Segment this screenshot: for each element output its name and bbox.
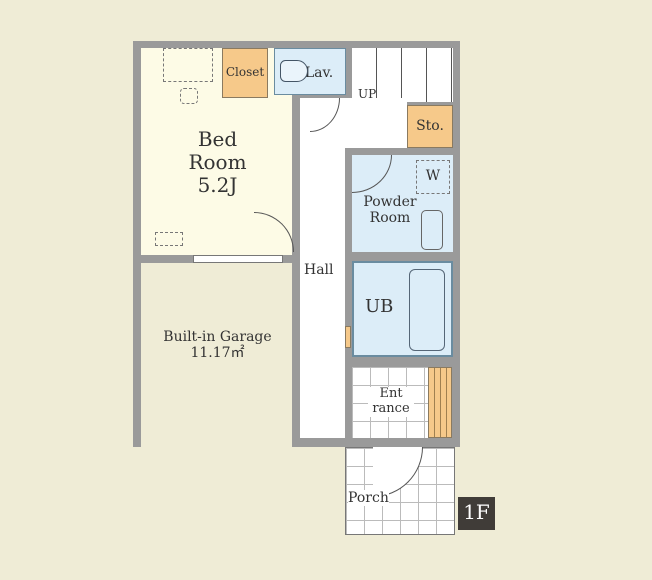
shoe-cabinet — [428, 367, 452, 438]
closet: Closet — [222, 48, 268, 98]
lavatory-label: Lav. — [304, 65, 334, 81]
entrance-name-1: Ent — [379, 386, 403, 401]
sink-icon — [421, 210, 443, 250]
garage-size: 11.17㎡ — [190, 345, 245, 362]
powder-room-label: Powder Room — [355, 194, 425, 226]
bedroom-window — [193, 255, 283, 263]
unit-bath — [352, 261, 453, 357]
stairs-up-label: UP — [358, 87, 377, 101]
toilet-icon — [280, 60, 308, 82]
porch-label: Porch — [348, 490, 389, 507]
garage-left-wall — [133, 263, 141, 447]
lavatory: Lav. — [274, 48, 346, 95]
hall-label: Hall — [304, 262, 334, 278]
bathtub-icon — [409, 269, 445, 351]
chair-outline — [180, 88, 198, 104]
garage-label: Built-in Garage 11.17㎡ — [150, 329, 285, 361]
desk-outline — [155, 232, 183, 246]
entrance-label: Ent rance — [368, 386, 414, 417]
floor-badge: 1F — [458, 497, 495, 530]
unit-bath-label: UB — [365, 296, 394, 317]
hall — [300, 98, 345, 438]
powder-room-name-1: Powder — [363, 194, 417, 210]
bed-outline — [163, 48, 213, 82]
washer-label: W — [425, 168, 441, 184]
powder-room-name-2: Room — [369, 210, 411, 227]
bedroom-label: Bed Room 5.2J — [175, 128, 260, 197]
storage: Sto. — [407, 105, 453, 148]
washer-space: W — [416, 160, 450, 194]
floor-badge-label: 1F — [463, 500, 490, 524]
bedroom-name-1: Bed — [197, 127, 238, 151]
stairs[interactable] — [352, 48, 453, 102]
garage-name: Built-in Garage — [163, 329, 272, 345]
bath-door-handle — [345, 326, 351, 348]
closet-label: Closet — [225, 65, 265, 79]
bedroom-name-2: Room — [188, 150, 247, 174]
storage-label: Sto. — [416, 118, 444, 134]
hall-landing — [345, 98, 407, 148]
entrance-name-2: rance — [372, 400, 410, 416]
bedroom-size: 5.2J — [197, 173, 238, 197]
